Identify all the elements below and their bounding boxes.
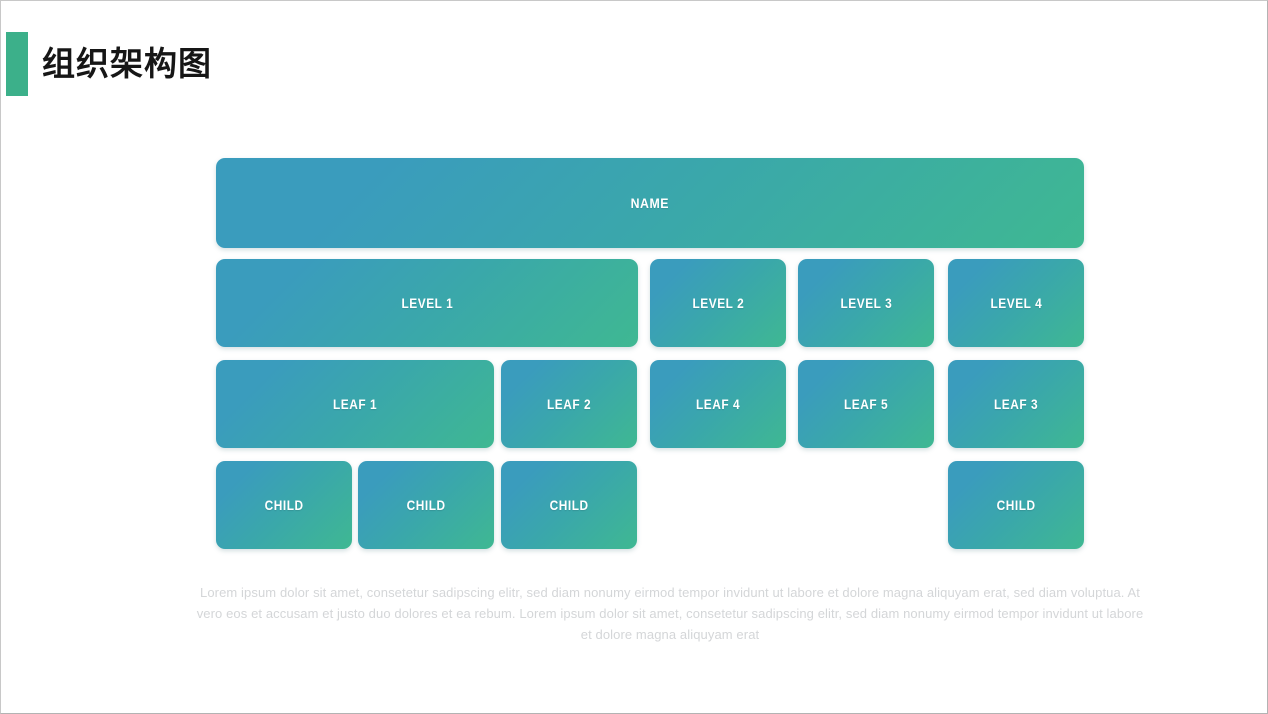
org-node-level-4[interactable]: LEVEL 4 bbox=[948, 259, 1084, 347]
org-node-label: CHILD bbox=[549, 497, 589, 513]
org-node-label: LEAF 2 bbox=[546, 396, 592, 412]
org-node-label: LEVEL 2 bbox=[692, 295, 744, 311]
org-node-level-1[interactable]: LEVEL 1 bbox=[216, 259, 638, 347]
org-node-label: LEAF 4 bbox=[695, 396, 741, 412]
org-node-label: NAME bbox=[630, 195, 670, 211]
org-node-label: LEVEL 1 bbox=[401, 295, 453, 311]
org-node-label: LEVEL 3 bbox=[840, 295, 892, 311]
org-node-level-3[interactable]: LEVEL 3 bbox=[798, 259, 934, 347]
org-node-label: CHILD bbox=[264, 497, 304, 513]
org-node-child-3[interactable]: CHILD bbox=[501, 461, 637, 549]
org-node-label: CHILD bbox=[996, 497, 1036, 513]
org-node-child-1[interactable]: CHILD bbox=[216, 461, 352, 549]
org-node-child-2[interactable]: CHILD bbox=[358, 461, 494, 549]
org-node-root-1[interactable]: NAME bbox=[216, 158, 1084, 248]
org-node-leaf-2[interactable]: LEAF 2 bbox=[501, 360, 637, 448]
org-node-label: LEAF 3 bbox=[993, 396, 1039, 412]
org-node-leaf-5[interactable]: LEAF 3 bbox=[948, 360, 1084, 448]
org-node-leaf-1[interactable]: LEAF 1 bbox=[216, 360, 494, 448]
footer-paragraph: Lorem ipsum dolor sit amet, consetetur s… bbox=[196, 585, 1144, 642]
org-node-level-2[interactable]: LEVEL 2 bbox=[650, 259, 786, 347]
page-title: 组织架构图 bbox=[42, 45, 212, 82]
org-node-leaf-3[interactable]: LEAF 4 bbox=[650, 360, 786, 448]
org-node-child-4[interactable]: CHILD bbox=[948, 461, 1084, 549]
org-node-label: LEAF 1 bbox=[332, 396, 378, 412]
org-node-label: LEAF 5 bbox=[843, 396, 889, 412]
org-node-leaf-4[interactable]: LEAF 5 bbox=[798, 360, 934, 448]
org-node-label: LEVEL 4 bbox=[990, 295, 1042, 311]
title-accent-bar bbox=[6, 32, 28, 96]
org-node-label: CHILD bbox=[406, 497, 446, 513]
